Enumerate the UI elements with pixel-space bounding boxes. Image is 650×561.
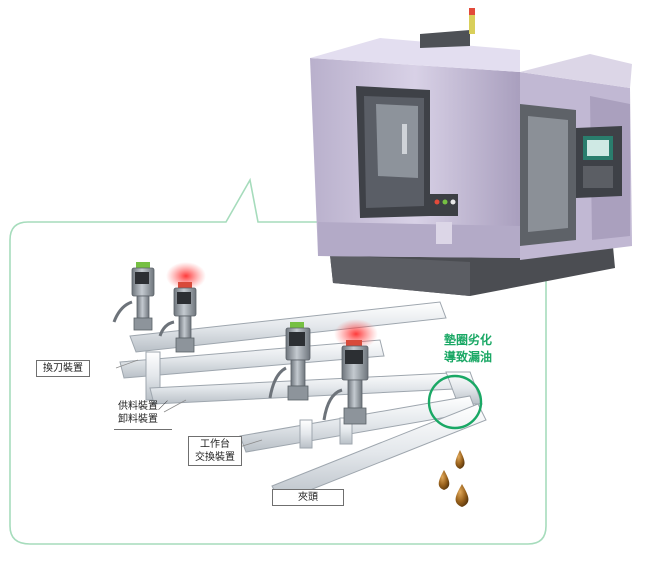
spindle-clamp-text: 夾頭 (298, 492, 318, 503)
feed-unload-label: 供料裝置／ 卸料裝置 (116, 400, 170, 426)
oil-drop-icon (438, 450, 469, 507)
leak-callout-line2: 導致漏油 (444, 350, 493, 364)
pressure-sensor-icon (112, 262, 378, 425)
worktable-exchange-label: 工作台 交換裝置 (188, 436, 242, 466)
feed-unload-text-1: 供料裝置／ (118, 401, 168, 412)
leak-circle-icon (427, 374, 483, 430)
tool-change-text: 換刀裝置 (43, 363, 83, 374)
machining-center-illustration (310, 8, 632, 296)
leak-callout: 墊圈劣化 導致漏油 (444, 332, 492, 366)
status-lamp-icon (469, 8, 475, 34)
feed-unload-underline (114, 429, 172, 430)
worktable-text-2: 交換裝置 (195, 452, 235, 463)
tool-change-label: 換刀裝置 (36, 360, 90, 377)
leak-callout-line1: 墊圈劣化 (444, 333, 493, 347)
spindle-clamp-label: 夾頭 (272, 489, 344, 506)
hydraulic-piping (119, 301, 487, 503)
worktable-text-1: 工作台 (200, 439, 230, 450)
feed-unload-text-2: 卸料裝置 (118, 414, 158, 425)
